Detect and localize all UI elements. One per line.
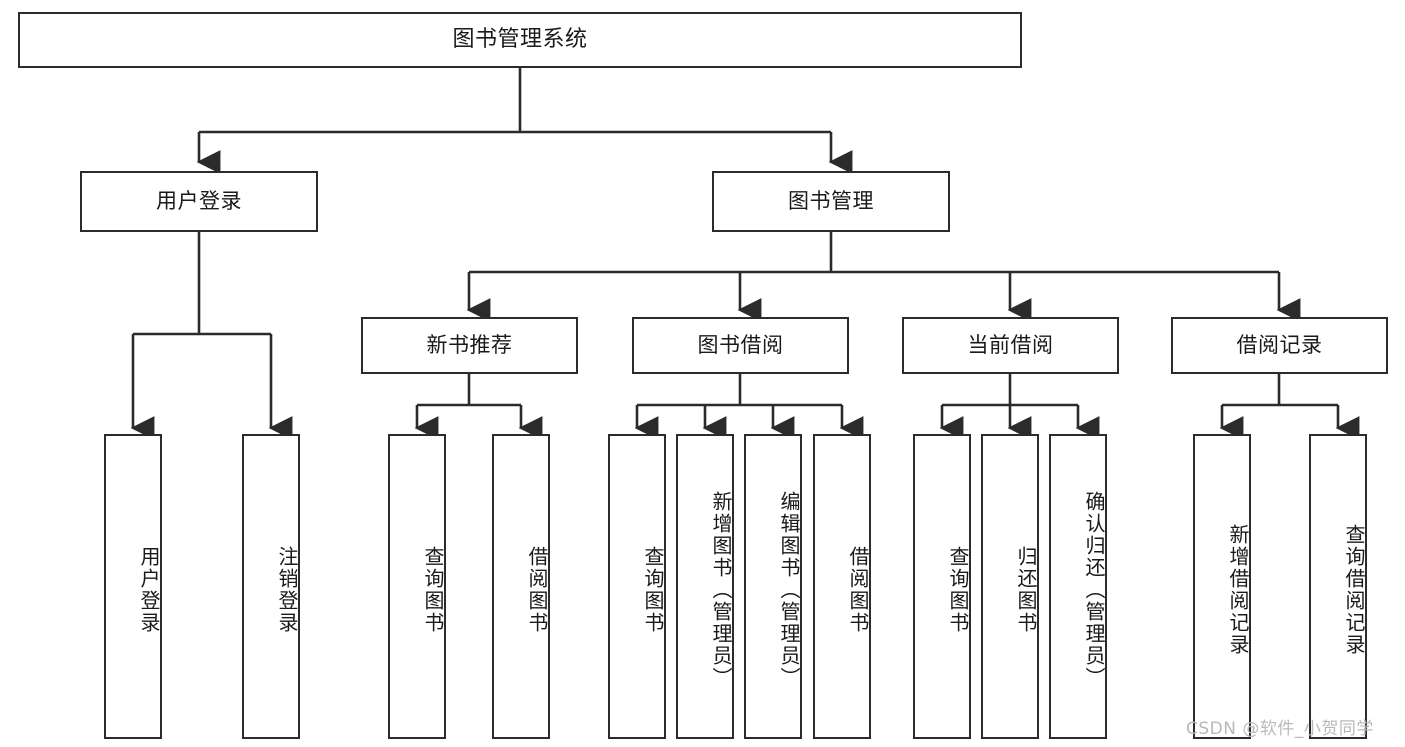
node-leaf-confirm-return-label: 确认归还（管理员） [1082, 490, 1106, 689]
node-leaf-query-book-1-label: 查询图书 [421, 545, 445, 634]
node-new-book-recommend[interactable]: 新书推荐 [361, 317, 578, 374]
node-leaf-user-login[interactable]: 用户登录 [104, 434, 162, 739]
node-leaf-return-book-label: 归还图书 [1014, 545, 1038, 634]
node-borrow-record-label: 借阅记录 [1236, 332, 1323, 357]
watermark: CSDN @软件_小贺同学 [1186, 719, 1374, 739]
node-leaf-query-record[interactable]: 查询借阅记录 [1309, 434, 1367, 739]
node-book-manage-label: 图书管理 [788, 188, 874, 213]
node-leaf-query-book-3[interactable]: 查询图书 [913, 434, 971, 739]
node-root-label: 图书管理系统 [452, 26, 588, 52]
node-book-borrow-label: 图书借阅 [697, 332, 784, 357]
node-book-borrow[interactable]: 图书借阅 [632, 317, 849, 374]
node-leaf-query-book-2-label: 查询图书 [641, 545, 665, 634]
node-leaf-borrow-book-1[interactable]: 借阅图书 [492, 434, 550, 739]
node-leaf-query-book-1[interactable]: 查询图书 [388, 434, 446, 739]
node-leaf-borrow-book-2-label: 借阅图书 [846, 545, 870, 634]
node-leaf-borrow-book-2[interactable]: 借阅图书 [813, 434, 871, 739]
node-leaf-add-book-label: 新增图书（管理员） [709, 490, 733, 689]
node-user-login-label: 用户登录 [156, 188, 242, 213]
node-leaf-confirm-return[interactable]: 确认归还（管理员） [1049, 434, 1107, 739]
node-leaf-add-book[interactable]: 新增图书（管理员） [676, 434, 734, 739]
node-leaf-query-book-3-label: 查询图书 [946, 545, 970, 634]
node-leaf-logout-login-label: 注销登录 [275, 545, 299, 634]
node-leaf-add-record-label: 新增借阅记录 [1226, 523, 1250, 656]
node-current-borrow-label: 当前借阅 [967, 332, 1054, 357]
node-leaf-return-book[interactable]: 归还图书 [981, 434, 1039, 739]
node-leaf-query-record-label: 查询借阅记录 [1342, 523, 1366, 656]
node-leaf-add-record[interactable]: 新增借阅记录 [1193, 434, 1251, 739]
node-leaf-logout-login[interactable]: 注销登录 [242, 434, 300, 739]
node-leaf-edit-book[interactable]: 编辑图书（管理员） [744, 434, 802, 739]
node-leaf-edit-book-label: 编辑图书（管理员） [777, 490, 801, 689]
node-borrow-record[interactable]: 借阅记录 [1171, 317, 1388, 374]
node-leaf-query-book-2[interactable]: 查询图书 [608, 434, 666, 739]
node-current-borrow[interactable]: 当前借阅 [902, 317, 1119, 374]
node-new-book-recommend-label: 新书推荐 [426, 332, 513, 357]
node-root[interactable]: 图书管理系统 [18, 12, 1022, 68]
node-user-login[interactable]: 用户登录 [80, 171, 318, 232]
node-book-manage[interactable]: 图书管理 [712, 171, 950, 232]
node-leaf-user-login-label: 用户登录 [137, 545, 161, 634]
node-leaf-borrow-book-1-label: 借阅图书 [525, 545, 549, 634]
